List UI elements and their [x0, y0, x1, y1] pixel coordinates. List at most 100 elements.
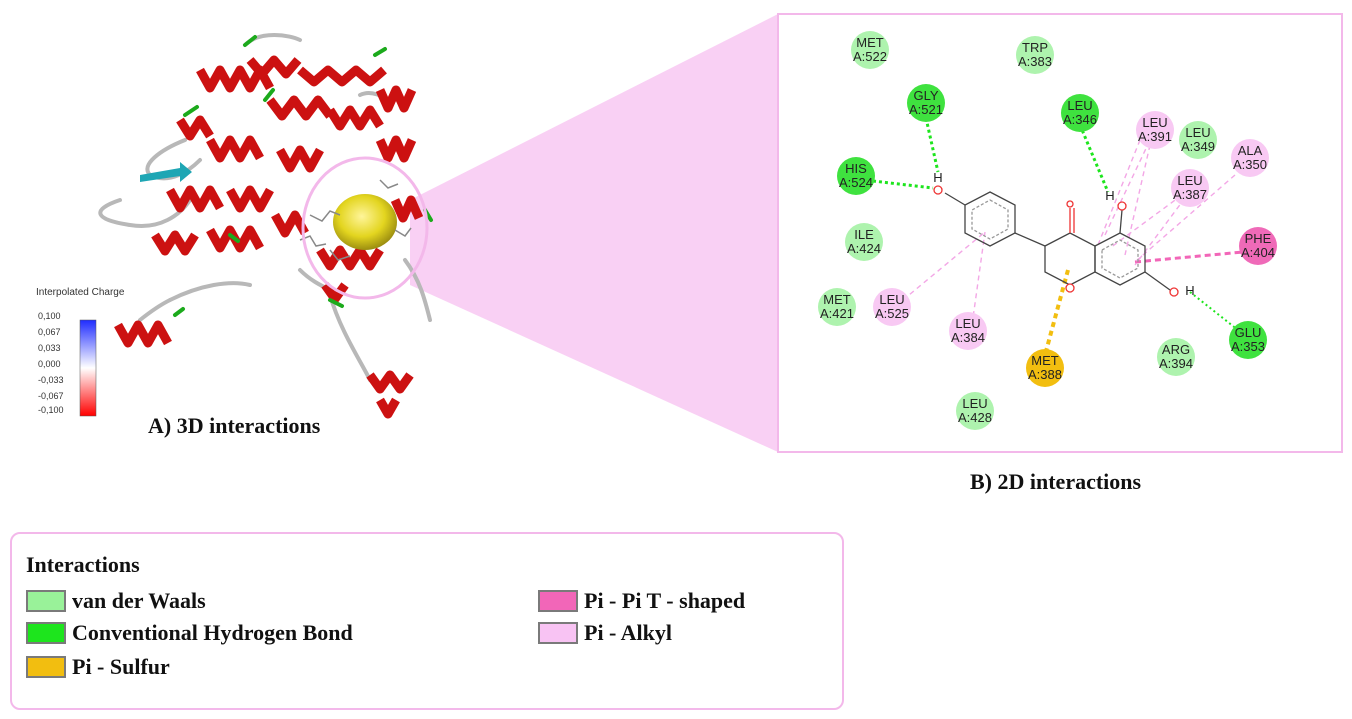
legend-label: Pi - Sulfur: [72, 654, 170, 679]
charge-colorbar: [79, 319, 97, 417]
panel-b-title: B) 2D interactions: [970, 469, 1142, 494]
interactions-legend: Interactions van der Waals Conventional …: [10, 532, 844, 710]
panel-a-title: A) 3D interactions: [148, 413, 321, 438]
zoom-cone: [410, 14, 778, 452]
legend-item-pi-pi-tshaped: Pi - Pi T - shaped: [538, 588, 745, 614]
residue-name: ALA: [1238, 143, 1263, 158]
protein-3d-structure: [98, 33, 433, 419]
hydrogen-label: H: [1185, 283, 1194, 298]
charge-tick-label: 0,100: [38, 311, 61, 321]
interaction-lines: [872, 117, 1244, 356]
residue-name: HIS: [845, 161, 867, 176]
residue-number: A:350: [1233, 157, 1267, 172]
residue-circle: [1061, 94, 1099, 132]
residue-name: GLY: [913, 88, 938, 103]
residue-name: LEU: [1177, 173, 1202, 188]
charge-tick-label: 0,067: [38, 327, 61, 337]
residue-circle: [818, 288, 856, 326]
residue-number: A:522: [853, 49, 887, 64]
residue-circle: [907, 84, 945, 122]
residue-name: LEU: [962, 396, 987, 411]
residue-circle: [1231, 139, 1269, 177]
legend-item-pi-sulfur: Pi - Sulfur: [26, 654, 170, 680]
legend-label: Pi - Pi T - shaped: [584, 588, 746, 613]
residue-number: A:349: [1181, 139, 1215, 154]
residue-name: LEU: [879, 292, 904, 307]
charge-tick-label: -0,067: [38, 391, 64, 401]
beta-strand: [140, 162, 192, 182]
residue-name: ILE: [854, 227, 874, 242]
residue-number: A:384: [951, 330, 985, 345]
residue-name: MET: [856, 35, 884, 50]
legend-swatch: [26, 590, 66, 612]
residue-name: ARG: [1162, 342, 1190, 357]
charge-tick-label: -0,100: [38, 405, 64, 415]
legend-item-vdw: van der Waals: [26, 588, 206, 614]
residue-number: A:388: [1028, 367, 1062, 382]
residue-number: A:346: [1063, 112, 1097, 127]
residue-circle: [837, 157, 875, 195]
residue-name: GLU: [1235, 325, 1262, 340]
residue-number: A:391: [1138, 129, 1172, 144]
binding-site-circle: [301, 156, 429, 300]
legend-label: van der Waals: [72, 588, 206, 613]
residue-name: MET: [823, 292, 851, 307]
charge-tick-label: -0,033: [38, 375, 64, 385]
legend-swatch: [538, 622, 578, 644]
residue-circle: [1157, 338, 1195, 376]
hydrogen-label: H: [933, 170, 942, 185]
residue-number: A:383: [1018, 54, 1052, 69]
legend-title: Interactions: [26, 552, 140, 577]
ligand-surface: [333, 194, 397, 250]
residue-name: LEU: [1142, 115, 1167, 130]
legend-label: Pi - Alkyl: [584, 620, 673, 645]
legend-swatch: [538, 590, 578, 612]
charge-legend-title: Interpolated Charge: [36, 287, 125, 298]
charge-tick-label: 0,033: [38, 343, 61, 353]
residue-circle: [1239, 227, 1277, 265]
residue-number: A:387: [1173, 187, 1207, 202]
residue-circle: [949, 312, 987, 350]
residue-circle: [1171, 169, 1209, 207]
residue-circle: [873, 288, 911, 326]
residue-number: A:428: [958, 410, 992, 425]
legend-label: Conventional Hydrogen Bond: [72, 620, 353, 645]
legend-swatch: [26, 622, 66, 644]
residue-number: A:525: [875, 306, 909, 321]
legend-item-hbond: Conventional Hydrogen Bond: [26, 620, 353, 646]
residue-number: A:421: [820, 306, 854, 321]
residue-number: A:404: [1241, 245, 1275, 260]
residue-circle: [845, 223, 883, 261]
charge-tick-label: 0,000: [38, 359, 61, 369]
residue-circle: [1179, 121, 1217, 159]
residue-circle: [1026, 349, 1064, 387]
residue-name: LEU: [1067, 98, 1092, 113]
residue-name: LEU: [1185, 125, 1210, 140]
residue-number: A:394: [1159, 356, 1193, 371]
residue-circle: [1136, 111, 1174, 149]
residue-name: LEU: [955, 316, 980, 331]
legend-item-pi-alkyl: Pi - Alkyl: [538, 620, 672, 646]
residue-name: MET: [1031, 353, 1059, 368]
residue-number: A:353: [1231, 339, 1265, 354]
residue-circle: [851, 31, 889, 69]
residue-number: A:524: [839, 175, 873, 190]
hydrogen-label: H: [1105, 188, 1114, 203]
